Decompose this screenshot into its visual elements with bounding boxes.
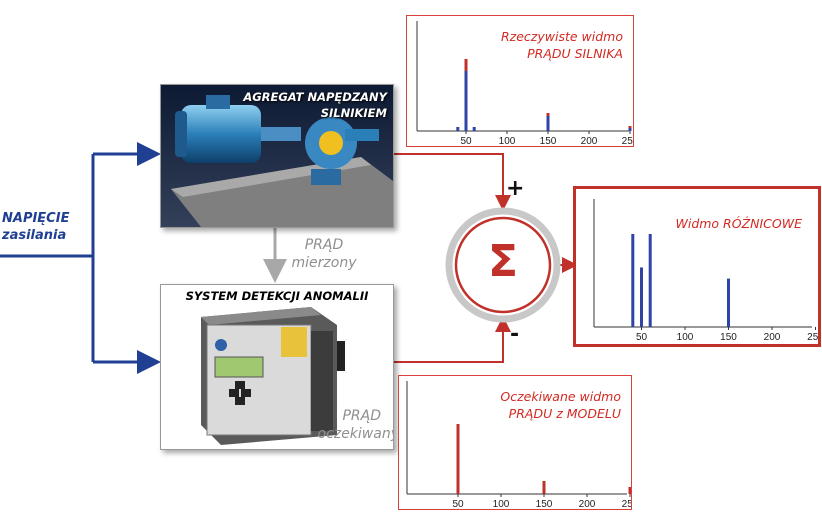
minus-sign: - xyxy=(510,322,520,347)
tick-label: 250 xyxy=(622,136,633,146)
tick-label: 200 xyxy=(579,499,596,509)
tick-label: 200 xyxy=(581,136,598,146)
tick-label: 100 xyxy=(677,332,694,343)
tick-label: 100 xyxy=(499,136,516,146)
difference-spectrum-title: Widmo RÓŻNICOWE xyxy=(675,215,802,232)
summer-circle xyxy=(454,216,552,314)
tick-label: 50 xyxy=(636,332,648,343)
pump-title: AGREGAT NAPĘDZANY SILNIKIEM xyxy=(243,89,387,121)
tick-label: 150 xyxy=(536,499,553,509)
measured-current-line2: mierzony xyxy=(291,255,357,271)
tick-label: 250 xyxy=(622,499,631,509)
measured-current-label: PRĄD mierzony xyxy=(282,236,366,272)
minus-arrow xyxy=(392,316,511,363)
actual-spectrum-title-line2: PRĄDU SILNIKA xyxy=(527,46,623,61)
actual-spectrum-chart: 50 100 150 200 250 xyxy=(416,21,633,146)
detector-unit-image: SYSTEM DETEKCJI ANOMALII PRĄD oczekiwany xyxy=(160,284,394,450)
expected-spectrum-chart: 50 100 150 200 250 xyxy=(406,381,631,509)
measured-current-line1: PRĄD xyxy=(304,237,344,253)
supply-label: NAPIĘCIE zasilania xyxy=(2,210,70,244)
sigma-symbol: Σ xyxy=(487,236,519,287)
pump-unit-image: AGREGAT NAPĘDZANY SILNIKIEM xyxy=(160,84,394,228)
expected-spectrum-title-line1: Oczekiwane widmo xyxy=(500,389,621,404)
detector-illustration xyxy=(201,307,345,445)
supply-line2: zasilania xyxy=(2,228,67,243)
pump-illustration xyxy=(161,85,393,227)
expected-current-line1: PRĄD xyxy=(342,408,381,424)
actual-spectrum-box: Rzeczywiste widmo PRĄDU SILNIKA 50 100 150… xyxy=(406,15,634,147)
expected-spectrum-title: Oczekiwane widmo PRĄDU z MODELU xyxy=(500,388,621,422)
expected-spectrum-title-line2: PRĄDU z MODELU xyxy=(508,406,621,421)
tick-label: 150 xyxy=(540,136,557,146)
difference-spectrum-title-line1: Widmo RÓŻNICOWE xyxy=(675,216,802,231)
plus-sign: + xyxy=(506,176,525,201)
detector-title: SYSTEM DETEKCJI ANOMALII xyxy=(185,289,369,303)
expected-current-line2: oczekiwany xyxy=(317,426,394,442)
tick-label: 50 xyxy=(452,499,464,509)
tick-label: 150 xyxy=(720,332,737,343)
expected-current-label: PRĄD oczekiwany xyxy=(309,407,394,443)
tick-label: 200 xyxy=(764,332,781,343)
tick-label: 250 xyxy=(807,332,818,343)
actual-spectrum-title-line1: Rzeczywiste widmo xyxy=(501,29,623,44)
plus-arrow xyxy=(392,153,511,211)
tick-label: 100 xyxy=(493,499,510,509)
tick-label: 50 xyxy=(460,136,472,146)
supply-line1: NAPIĘCIE xyxy=(2,211,70,226)
pump-title-line2: SILNIKIEM xyxy=(320,106,387,120)
difference-spectrum-box: Widmo RÓŻNICOWE 50 100 150 200 250 xyxy=(573,186,821,347)
expected-spectrum-box: Oczekiwane widmo PRĄDU z MODELU 50 100 150… xyxy=(398,375,632,510)
supply-line xyxy=(0,152,157,364)
pump-title-line1: AGREGAT NAPĘDZANY xyxy=(243,90,387,104)
difference-spectrum-chart: 50 100 150 200 250 xyxy=(593,199,818,343)
actual-spectrum-title: Rzeczywiste widmo PRĄDU SILNIKA xyxy=(501,28,623,62)
